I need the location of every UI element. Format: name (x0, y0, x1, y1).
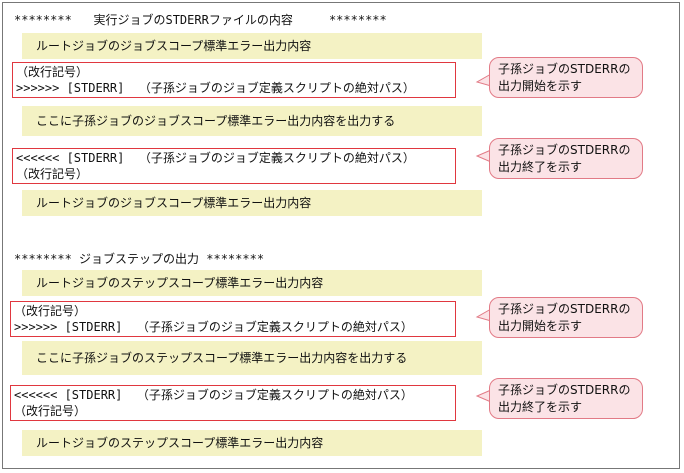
section2-end-callout: 子孫ジョブのSTDERRの 出力終了を示す (489, 378, 643, 419)
callout-line1: 子孫ジョブのSTDERRの (498, 383, 631, 397)
section2-start-marker: （改行記号） >>>>>> [STDERR] （子孫ジョブのジョブ定義スクリプト… (10, 301, 456, 337)
diagram-frame (2, 2, 680, 469)
section1-start-marker: （改行記号） >>>>>> [STDERR] （子孫ジョブのジョブ定義スクリプト… (12, 62, 456, 98)
section1-title: ******** 実行ジョブのSTDERRファイルの内容 ******** (14, 13, 387, 27)
callout-line2: 出力終了を示す (498, 400, 583, 414)
callout-line2: 出力終了を示す (498, 160, 583, 174)
callout-line2: 出力開始を示す (498, 79, 583, 93)
start-marker-line2: >>>>>> [STDERR] （子孫ジョブのジョブ定義スクリプトの絶対パス） (14, 320, 413, 334)
section1-root-output-top: ルートジョブのジョブスコープ標準エラー出力内容 (22, 33, 482, 59)
callout-line1: 子孫ジョブのSTDERRの (498, 62, 631, 76)
section2-root-output-top: ルートジョブのステップスコープ標準エラー出力内容 (22, 270, 482, 296)
callout-line2: 出力開始を示す (498, 319, 583, 333)
section2-end-marker: <<<<<< [STDERR] （子孫ジョブのジョブ定義スクリプトの絶対パス） … (10, 385, 456, 421)
section2-child-output: ここに子孫ジョブのステップスコープ標準エラー出力内容を出力する (22, 341, 482, 375)
section2-start-callout: 子孫ジョブのSTDERRの 出力開始を示す (489, 297, 643, 338)
section2-title: ******** ジョブステップの出力 ******** (14, 252, 265, 266)
callout-line1: 子孫ジョブのSTDERRの (498, 143, 631, 157)
section2-root-output-bottom: ルートジョブのステップスコープ標準エラー出力内容 (22, 430, 482, 456)
end-marker-line1: <<<<<< [STDERR] （子孫ジョブのジョブ定義スクリプトの絶対パス） (16, 151, 415, 165)
callout-line1: 子孫ジョブのSTDERRの (498, 302, 631, 316)
end-marker-line2: （改行記号） (16, 167, 89, 181)
section1-end-marker: <<<<<< [STDERR] （子孫ジョブのジョブ定義スクリプトの絶対パス） … (12, 148, 456, 184)
section1-start-callout: 子孫ジョブのSTDERRの 出力開始を示す (489, 57, 643, 98)
start-marker-line2: >>>>>> [STDERR] （子孫ジョブのジョブ定義スクリプトの絶対パス） (16, 81, 415, 95)
section1-root-output-bottom: ルートジョブのジョブスコープ標準エラー出力内容 (22, 190, 482, 216)
end-marker-line2: （改行記号） (14, 404, 87, 418)
start-marker-line1: （改行記号） (14, 304, 87, 318)
start-marker-line1: （改行記号） (16, 65, 89, 79)
end-marker-line1: <<<<<< [STDERR] （子孫ジョブのジョブ定義スクリプトの絶対パス） (14, 388, 413, 402)
section1-end-callout: 子孫ジョブのSTDERRの 出力終了を示す (489, 138, 643, 179)
section1-child-output: ここに子孫ジョブのジョブスコープ標準エラー出力内容を出力する (22, 106, 482, 136)
